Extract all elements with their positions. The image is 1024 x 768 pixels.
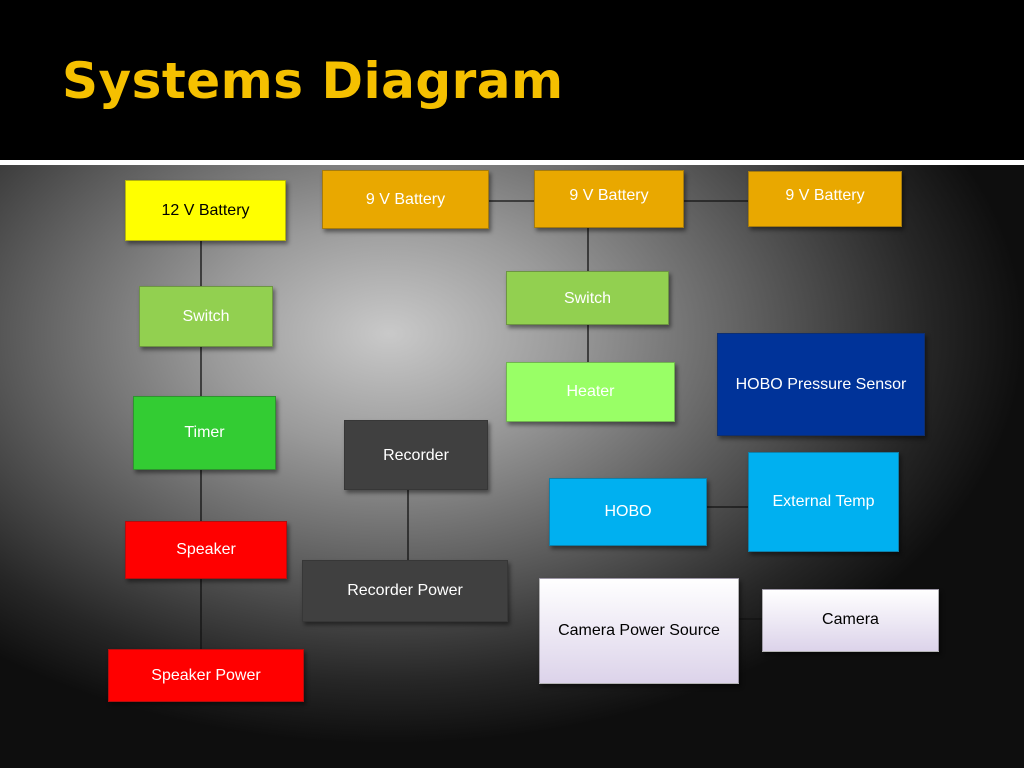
node-recorder-power: Recorder Power bbox=[302, 560, 508, 622]
node-speaker-power: Speaker Power bbox=[108, 649, 304, 702]
node-timer: Timer bbox=[133, 396, 276, 470]
slide-title: Systems Diagram bbox=[62, 52, 564, 110]
node-camera: Camera bbox=[762, 589, 939, 652]
header-divider bbox=[0, 160, 1024, 165]
node-9v-battery-2: 9 V Battery bbox=[534, 170, 684, 228]
node-switch-left: Switch bbox=[139, 286, 273, 347]
node-12v-battery: 12 V Battery bbox=[125, 180, 286, 241]
node-recorder: Recorder bbox=[344, 420, 488, 490]
node-9v-battery-1: 9 V Battery bbox=[322, 170, 489, 229]
node-switch-right: Switch bbox=[506, 271, 669, 325]
node-camera-power-source: Camera Power Source bbox=[539, 578, 739, 684]
node-9v-battery-3: 9 V Battery bbox=[748, 171, 902, 227]
slide-header: Systems Diagram bbox=[0, 0, 1024, 160]
node-heater: Heater bbox=[506, 362, 675, 422]
node-hobo: HOBO bbox=[549, 478, 707, 546]
node-hobo-pressure-sensor: HOBO Pressure Sensor bbox=[717, 333, 925, 436]
node-external-temp: External Temp bbox=[748, 452, 899, 552]
node-speaker: Speaker bbox=[125, 521, 287, 579]
